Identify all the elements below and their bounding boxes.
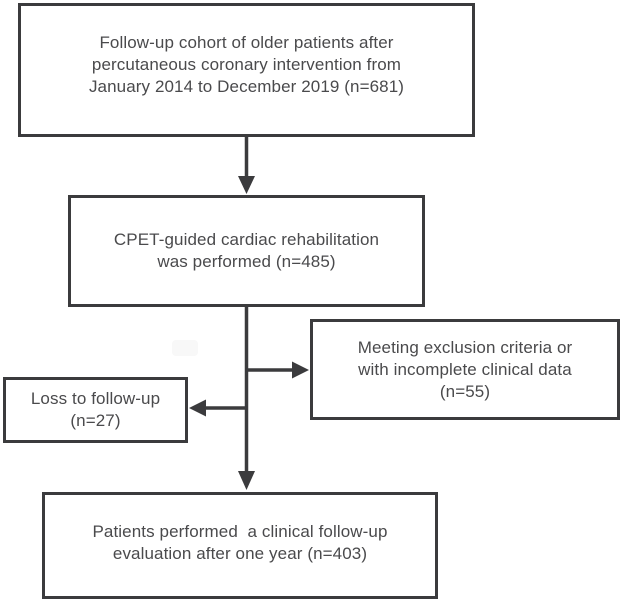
node-loss-label: Loss to follow-up (n=27) (30, 389, 161, 430)
node-evaluation-label: Patients performed a clinical follow-up … (92, 521, 388, 563)
node-rehab-label: CPET-guided cardiac rehabilitation was p… (113, 230, 380, 271)
node-exclusion-label: Meeting exclusion criteria or with incom… (357, 337, 573, 401)
node-loss-box: Loss to follow-up (n=27) (3, 377, 188, 443)
scan-smudge-artifact (172, 340, 198, 356)
node-cohort-box: Follow-up cohort of older patients after… (18, 3, 475, 137)
node-evaluation-box: Patients performed a clinical follow-up … (42, 492, 438, 599)
node-rehab-box: CPET-guided cardiac rehabilitation was p… (68, 195, 425, 307)
node-exclusion-box: Meeting exclusion criteria or with incom… (310, 319, 620, 420)
node-cohort-label: Follow-up cohort of older patients after… (88, 33, 405, 96)
